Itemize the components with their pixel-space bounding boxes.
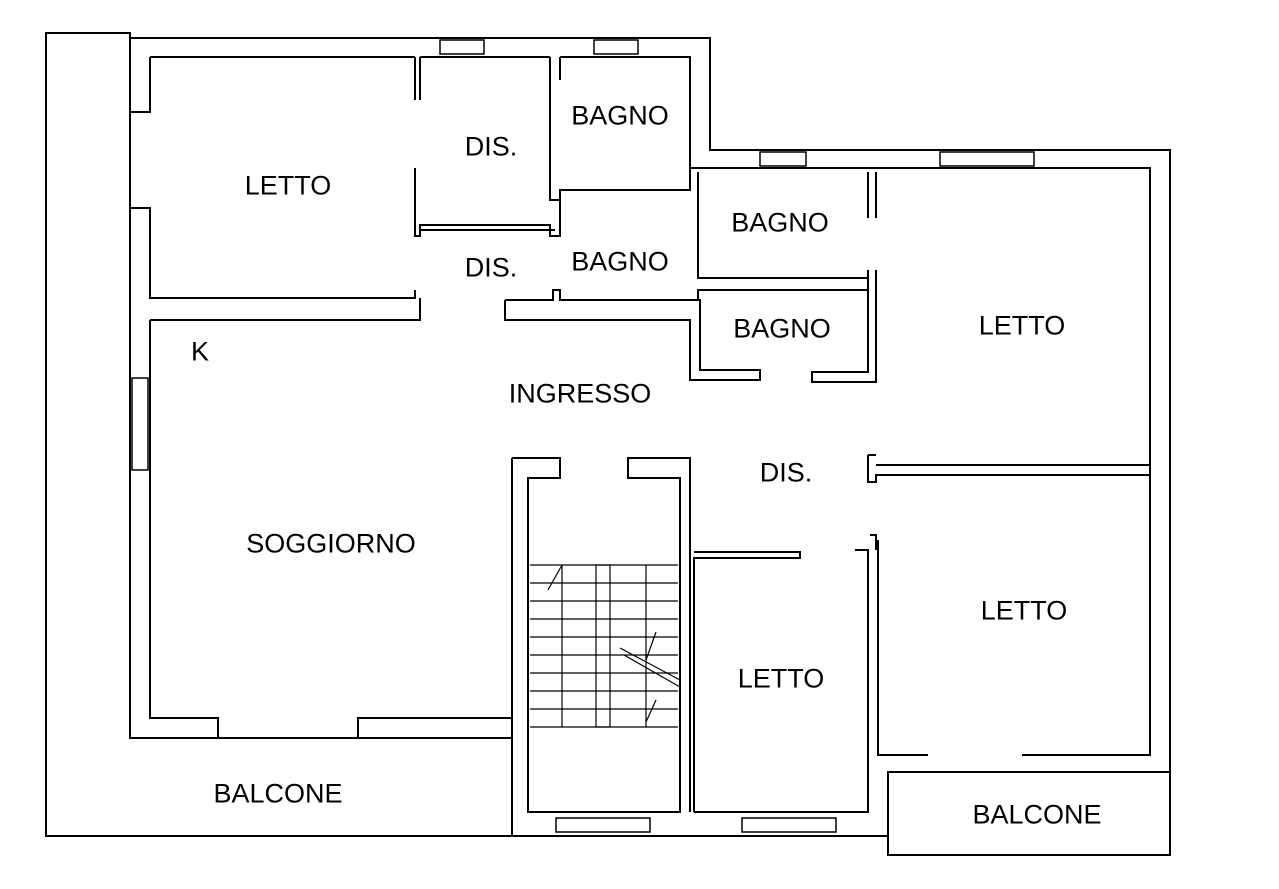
room-label-dis-center: DIS. <box>464 252 518 283</box>
window <box>939 151 1035 167</box>
room-label-dis-north: DIS. <box>464 131 518 162</box>
window <box>593 39 639 55</box>
bagno-east-walls <box>697 172 877 383</box>
stair-treads <box>530 564 681 728</box>
window <box>759 151 807 167</box>
room-label-balcone-west: BALCONE <box>213 778 343 809</box>
room-label-bagno-east-1: BAGNO <box>731 207 829 238</box>
room-label-balcone-east: BALCONE <box>972 799 1102 830</box>
dis-north-walls <box>414 57 691 237</box>
room-label-bagno-mid: BAGNO <box>571 246 669 277</box>
room-label-soggiorno: SOGGIORNO <box>246 528 416 559</box>
west-inner-wall <box>130 57 512 738</box>
room-label-bagno-east-2: BAGNO <box>733 313 831 344</box>
corridor-walls <box>504 289 761 381</box>
room-label-bagno-north: BAGNO <box>571 100 669 131</box>
window <box>555 817 651 833</box>
window <box>741 817 837 833</box>
letto-east-walls <box>867 454 1150 483</box>
room-label-kitchen: K <box>190 336 210 367</box>
room-label-dis-east: DIS. <box>759 457 813 488</box>
stair-walls <box>511 457 691 836</box>
room-label-letto-nw: LETTO <box>244 170 332 201</box>
room-label-ingresso: INGRESSO <box>508 378 652 409</box>
outer-wall-inner <box>150 56 1151 756</box>
window <box>131 377 149 471</box>
east-balcony-outline <box>887 772 1171 856</box>
room-label-letto-south: LETTO <box>737 663 825 694</box>
window <box>439 39 485 55</box>
west-terrace-outline <box>45 32 513 837</box>
room-label-letto-ne: LETTO <box>978 310 1066 341</box>
letto-south-walls <box>693 534 877 813</box>
room-label-letto-se: LETTO <box>980 595 1068 626</box>
